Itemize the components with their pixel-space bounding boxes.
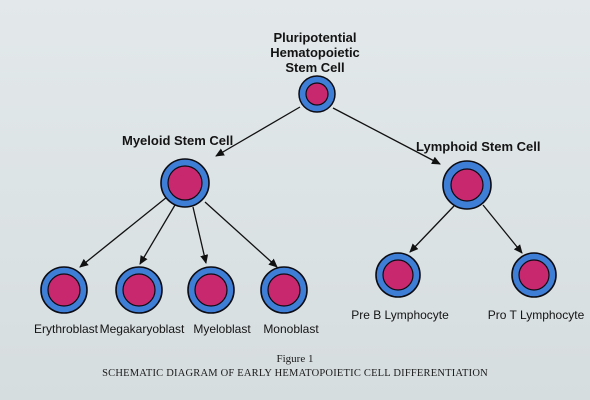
arrow-lymphoid-to-pre-b	[409, 205, 455, 253]
cell-lymphoid-stem	[442, 160, 492, 210]
lymphoid-stem-cell-label: Lymphoid Stem Cell	[416, 139, 541, 154]
cell-pro-t-lymphocyte	[511, 252, 557, 298]
pre-b-lymphocyte-label: Pre B Lymphocyte	[351, 308, 449, 322]
monoblast-label: Monoblast	[263, 322, 319, 336]
root-label-line-1: Pluripotential	[273, 30, 357, 45]
root-label-line-2: Hematopoietic	[270, 45, 360, 60]
cell-monoblast	[260, 266, 308, 314]
arrow-myeloid-to-monoblast	[204, 201, 278, 268]
root-label: Pluripotential Hematopoietic Stem Cell	[270, 30, 360, 75]
myeloblast-label: Myeloblast	[193, 322, 251, 336]
arrow-myeloid-to-megakaryoblast	[139, 204, 176, 265]
cell-megakaryoblast	[115, 266, 163, 314]
cell-myeloid-stem	[160, 158, 210, 208]
cell-pre-b-lymphocyte	[375, 252, 421, 298]
cell-nucleus	[167, 165, 203, 201]
arrow-myeloid-to-erythroblast	[79, 196, 168, 268]
megakaryoblast-label: Megakaryoblast	[99, 322, 185, 336]
arrow-lymphoid-to-pro-t	[482, 204, 523, 254]
cell-nucleus	[305, 82, 329, 106]
arrow-myeloid-to-myeloblast	[192, 206, 209, 264]
myeloid-stem-cell-label: Myeloid Stem Cell	[122, 133, 234, 148]
figure-caption: SCHEMATIC DIAGRAM OF EARLY HEMATOPOIETIC…	[102, 368, 488, 379]
cell-erythroblast	[40, 266, 88, 314]
cell-nucleus	[267, 273, 301, 307]
arrows	[79, 106, 523, 268]
cell-nucleus	[382, 259, 414, 291]
pro-t-lymphocyte-label: Pro T Lymphocyte	[487, 308, 585, 322]
cell-root	[298, 75, 336, 113]
cell-nucleus	[47, 273, 81, 307]
figure-number: Figure 1	[276, 353, 314, 365]
cell-nucleus	[518, 259, 550, 291]
erythroblast-label: Erythroblast	[33, 322, 99, 336]
arrow-root-to-lymphoid	[332, 107, 441, 165]
cell-nucleus	[122, 273, 156, 307]
cell-nucleus	[450, 168, 484, 202]
root-label-line-3: Stem Cell	[285, 60, 345, 75]
cell-myeloblast	[187, 266, 235, 314]
arrow-root-to-myeloid	[215, 106, 301, 157]
cell-nucleus	[194, 273, 228, 307]
